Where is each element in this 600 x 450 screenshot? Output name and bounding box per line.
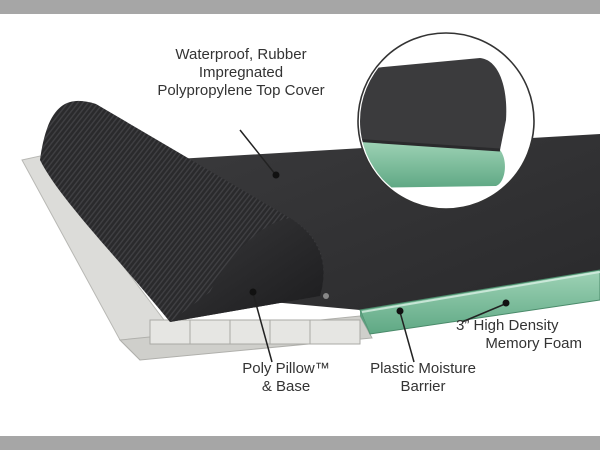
poly-pillow-label-line-2: & Base [261,378,311,395]
leader-lines [239,129,506,363]
magnified-detail [357,32,535,210]
poly-pillow-label: Poly Pillow™ & Base [226,360,346,396]
product-illustration [21,32,600,363]
memory-foam-label-line-1: 3” High Density [456,317,559,334]
moisture-barrier-label-line-1: Plastic Moisture [370,360,476,377]
poly-base [21,155,373,361]
memory-foam-label-line-2: Memory Foam [485,335,582,352]
rivet-icon [323,293,329,299]
memory-foam-layer [359,269,600,338]
poly-pillow-label-line-1: Poly Pillow™ [242,360,330,377]
bottom-border-band [0,436,600,450]
top-cover-label: Waterproof, Rubber Impregnated Polypropy… [126,46,356,100]
top-cover-label-line-1: Waterproof, Rubber [175,46,307,63]
top-border-band [0,0,600,14]
top-cover-label-line-2: Impregnated [198,64,284,81]
leader-dots [249,171,510,315]
memory-foam-label: 3” High Density Memory Foam [456,317,596,353]
poly-pillow [40,100,329,322]
top-cover-label-line-3: Polypropylene Top Cover [157,82,325,99]
moisture-barrier-film [361,271,600,313]
moisture-barrier-label: Plastic Moisture Barrier [358,360,488,396]
moisture-barrier-label-line-2: Barrier [400,378,446,395]
illustration-panel [0,14,600,436]
